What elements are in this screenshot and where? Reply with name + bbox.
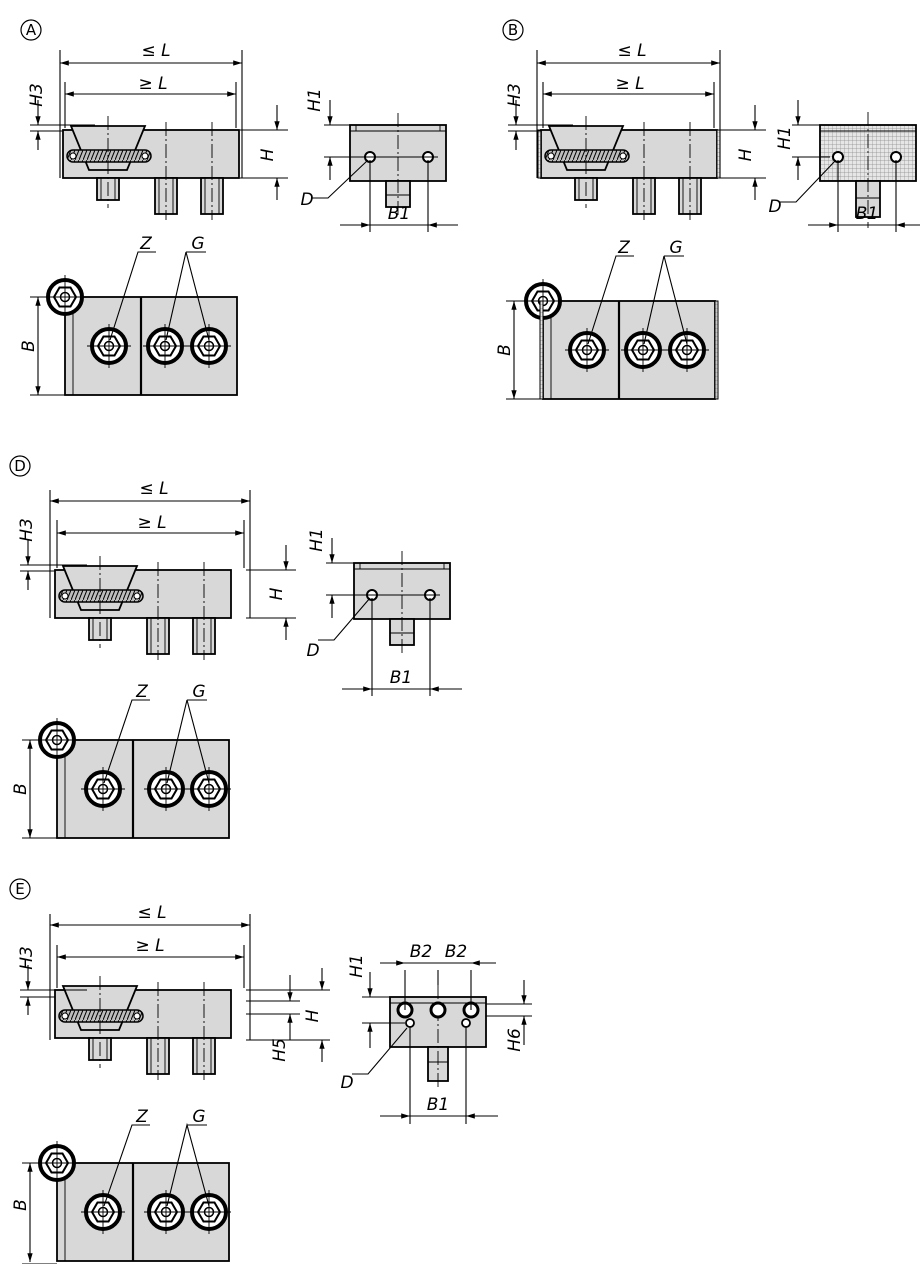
side-view-b [819, 112, 917, 228]
label-z-b: Z [617, 238, 630, 258]
label-g-d: G [192, 682, 205, 702]
label-g-e: G [192, 1107, 205, 1127]
dim-h5-e: H5 [270, 1038, 290, 1062]
dim-h1-b: H1 [775, 126, 795, 150]
dim-h-d: H [267, 587, 287, 600]
variant-a-label: A [26, 21, 37, 39]
dim-l-max-d: ≤ L [139, 479, 168, 499]
dim-l-min-b: ≥ L [615, 74, 644, 94]
dim-d-d: D [306, 641, 319, 661]
dim-l-max-b: ≤ L [617, 41, 646, 61]
label-z-d: Z [135, 682, 148, 702]
dim-h6-e: H6 [505, 1028, 525, 1052]
variant-e: E ≤ L ≥ L H3 H5 H [9, 878, 532, 1264]
dim-h1-a: H1 [305, 88, 325, 112]
side-view-d [353, 550, 451, 656]
label-g-b: G [669, 238, 682, 258]
dim-b-e: B [11, 1199, 31, 1211]
dim-l-min-e: ≥ L [135, 936, 164, 956]
dim-l-max-a: ≤ L [141, 41, 170, 61]
dim-b-a: B [19, 340, 39, 352]
label-g-a: G [191, 234, 204, 254]
front-view-a [62, 115, 240, 221]
dim-b1-a: B1 [388, 204, 410, 224]
dim-d-a: D [300, 190, 313, 210]
dim-h1-e: H1 [347, 954, 367, 978]
dim-b1-b: B1 [856, 204, 878, 224]
dim-h-a: H [258, 148, 278, 161]
dim-d-e: D [340, 1073, 353, 1093]
dim-h3-e: H3 [17, 946, 37, 970]
dim-b1-e: B1 [427, 1095, 449, 1115]
dim-h3-a: H3 [27, 83, 47, 107]
dim-h1-d: H1 [307, 528, 327, 552]
front-view-d [54, 555, 232, 661]
variant-b: B ≤ L ≥ L H3 H [495, 19, 920, 401]
dim-l-min-a: ≥ L [138, 74, 167, 94]
dim-h3-b: H3 [505, 83, 525, 107]
side-view-e [389, 985, 487, 1090]
label-z-a: Z [139, 234, 152, 254]
side-view-a [349, 112, 447, 218]
dim-b2-left-e: B2 [410, 942, 432, 962]
variant-d-label: D [14, 457, 26, 475]
dim-d-b: D [768, 197, 781, 217]
dim-b2-right-e: B2 [445, 942, 467, 962]
dim-l-min-d: ≥ L [137, 513, 166, 533]
label-z-e: Z [135, 1107, 148, 1127]
variant-b-label: B [508, 21, 518, 39]
front-view-b [540, 115, 718, 221]
variant-e-label: E [15, 880, 24, 898]
dim-h3-d: H3 [17, 518, 37, 542]
dim-b1-d: B1 [390, 668, 412, 688]
variant-a: A ≤ L ≥ L H3 H H1 D [19, 19, 458, 397]
front-view-e [54, 975, 232, 1081]
dim-b-b: B [495, 344, 515, 356]
dim-h-b: H [736, 148, 756, 161]
dim-l-max-e: ≤ L [137, 903, 166, 923]
dim-h-e: H [303, 1009, 323, 1022]
variant-d: D ≤ L ≥ L H3 H H1 D B1 [9, 455, 462, 840]
dim-b-d: B [11, 783, 31, 795]
